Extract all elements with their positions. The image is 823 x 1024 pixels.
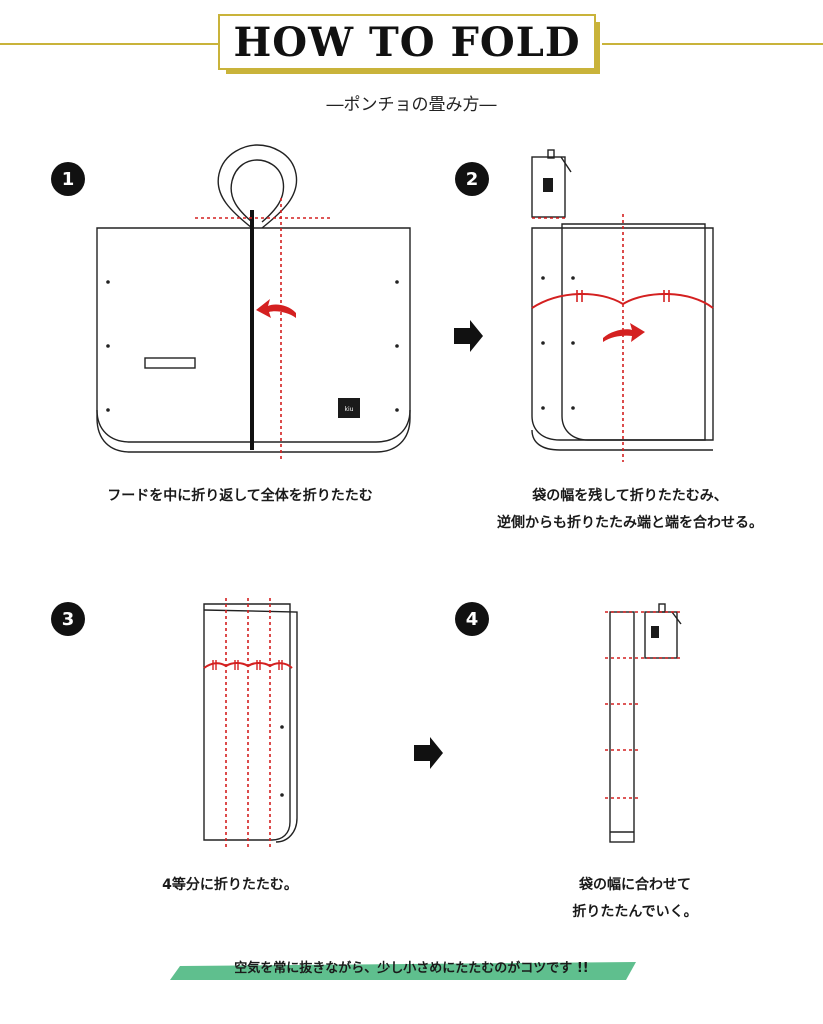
step-4-caption-line-2: 折りたたんでいく。 [572, 904, 698, 920]
step-1-zipper [250, 210, 254, 450]
step-2-poncho-illustration [531, 149, 714, 451]
tip-banner-background [170, 962, 636, 980]
step-1-brand-tag-text: kiu [345, 406, 354, 413]
header-rule-left [0, 43, 218, 45]
step-4-strip-illustration [609, 603, 682, 843]
step-1-badge: 1 [51, 162, 85, 196]
step-1-to-2-arrow [454, 320, 483, 352]
step-4-brand-tag [651, 626, 659, 638]
step-4-badge: 4 [455, 602, 489, 636]
step-2-snap-dots [541, 276, 575, 410]
page-subtitle: ―ポンチョの畳み方― [326, 95, 497, 115]
step-2-caption-line-2: 逆側からも折りたたみ端と端を合わせる。 [497, 515, 763, 531]
step-2-brand-tag [543, 178, 553, 192]
step-3-folded-illustration [203, 603, 298, 843]
step-3-quarter-arc [203, 662, 293, 669]
step-3-to-4-arrow [414, 737, 443, 769]
step-3-quarter-ticks [212, 660, 283, 670]
tip-text: 空気を常に抜きながら、少し小さめにたたむのがコツです !! [234, 961, 589, 976]
header-rule-right [602, 43, 823, 45]
step-3-fold-lines [225, 598, 271, 850]
step-3-badge: 3 [51, 602, 85, 636]
step-4-fold-lines [605, 611, 680, 799]
step-1-fold-lines [195, 198, 330, 460]
step-2-badge: 2 [455, 162, 489, 196]
step-2-width-ticks [576, 290, 670, 302]
step-1-fold-arrow [256, 299, 296, 318]
step-2-caption-line-1: 袋の幅を残して折りたたむみ、 [532, 488, 728, 504]
page-title: HOW TO FOLD [233, 18, 581, 66]
step-1-brand-tag [338, 398, 360, 418]
step-2-width-arc [531, 292, 714, 309]
step-1-snap-dots [106, 280, 399, 412]
step-4-caption-line-1: 袋の幅に合わせて [579, 877, 691, 893]
step-3-caption: 4等分に折りたたむ。 [162, 877, 298, 893]
step-2-fold-lines [532, 214, 624, 462]
step-3-snap-dots [280, 725, 284, 797]
step-1-caption: フードを中に折り返して全体を折りたたむ [107, 488, 373, 504]
step-2-fold-arrow [603, 323, 645, 342]
